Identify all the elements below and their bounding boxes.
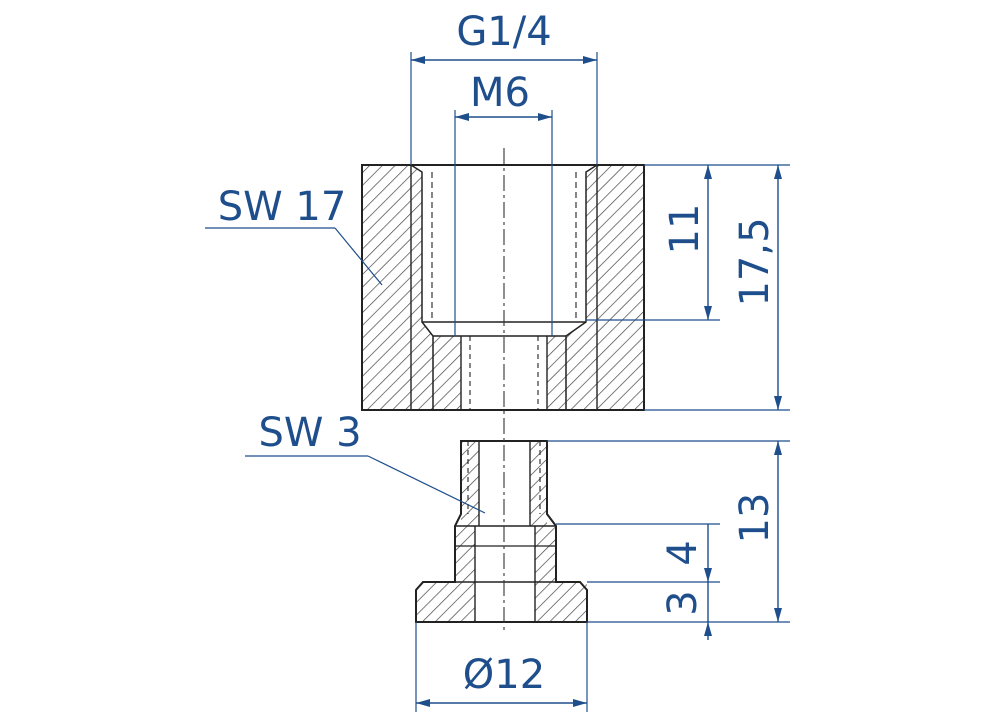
body-m6-right: [547, 336, 566, 410]
body-wall-right: [597, 165, 644, 410]
sw17-leader-diagonal: [334, 227, 383, 286]
screw-shank-left: [461, 441, 479, 526]
dimensions: G1/4 M6 SW 17 SW 3 11 17,5: [205, 9, 790, 712]
dim13-arrow-top: [774, 441, 782, 455]
body-thread-right: [566, 165, 597, 410]
dim4-arrow-bottom: [704, 568, 712, 582]
dia12-arrow-right: [573, 699, 587, 707]
dia12-arrow-left: [416, 699, 430, 707]
screw-part: [415, 440, 588, 623]
dim13-arrow-bottom: [774, 608, 782, 622]
dim11-label: 11: [662, 204, 708, 255]
body-m6-left: [433, 336, 461, 410]
screw-flange-left: [416, 582, 475, 622]
sw3-leader-diagonal: [367, 455, 486, 514]
dim3-label: 3: [660, 590, 706, 615]
dim13-label: 13: [732, 493, 778, 544]
dim175-label: 17,5: [732, 217, 778, 306]
g14-label: G1/4: [456, 9, 551, 55]
m6-arrow-left: [455, 113, 469, 121]
g14-arrow-right: [583, 56, 597, 64]
dim175-arrow-top: [774, 165, 782, 179]
body-wall-left: [362, 165, 411, 410]
adapter-body: [361, 164, 645, 411]
dia12-label: Ø12: [463, 652, 545, 698]
screw-mid-left: [455, 526, 475, 582]
dim11-arrow-bottom: [704, 306, 712, 320]
dim3-arrow-bottom: [704, 622, 712, 636]
screw-flange-right: [535, 582, 587, 622]
dim11-arrow-top: [704, 165, 712, 179]
g14-arrow-left: [411, 56, 425, 64]
sw3-label: SW 3: [258, 410, 361, 456]
screw-shank-right: [530, 441, 547, 526]
m6-label: M6: [470, 70, 530, 116]
dim4-label: 4: [660, 540, 706, 565]
body-outline: [361, 164, 645, 411]
dim175-arrow-bottom: [774, 396, 782, 410]
sw17-label: SW 17: [218, 184, 347, 230]
screw-mid-right: [535, 526, 556, 582]
m6-arrow-right: [538, 113, 552, 121]
